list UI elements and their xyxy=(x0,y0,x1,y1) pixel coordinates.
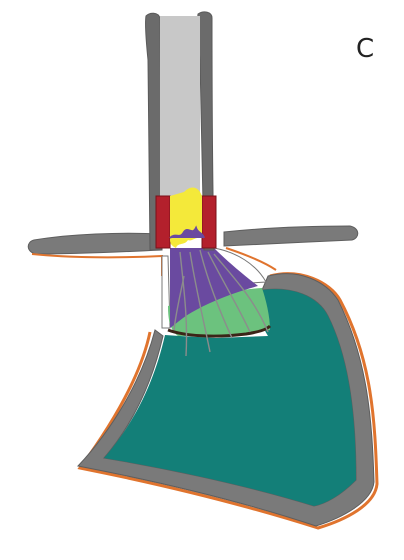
right-ledge xyxy=(224,226,358,246)
cuff-right xyxy=(202,196,216,248)
left-ledge-orange-outline xyxy=(32,254,162,276)
yellow-tip xyxy=(170,188,202,249)
left-ledge xyxy=(28,233,162,254)
tube-lumen xyxy=(160,16,200,196)
cuff-left xyxy=(156,196,170,248)
panel-label: C xyxy=(356,36,374,62)
